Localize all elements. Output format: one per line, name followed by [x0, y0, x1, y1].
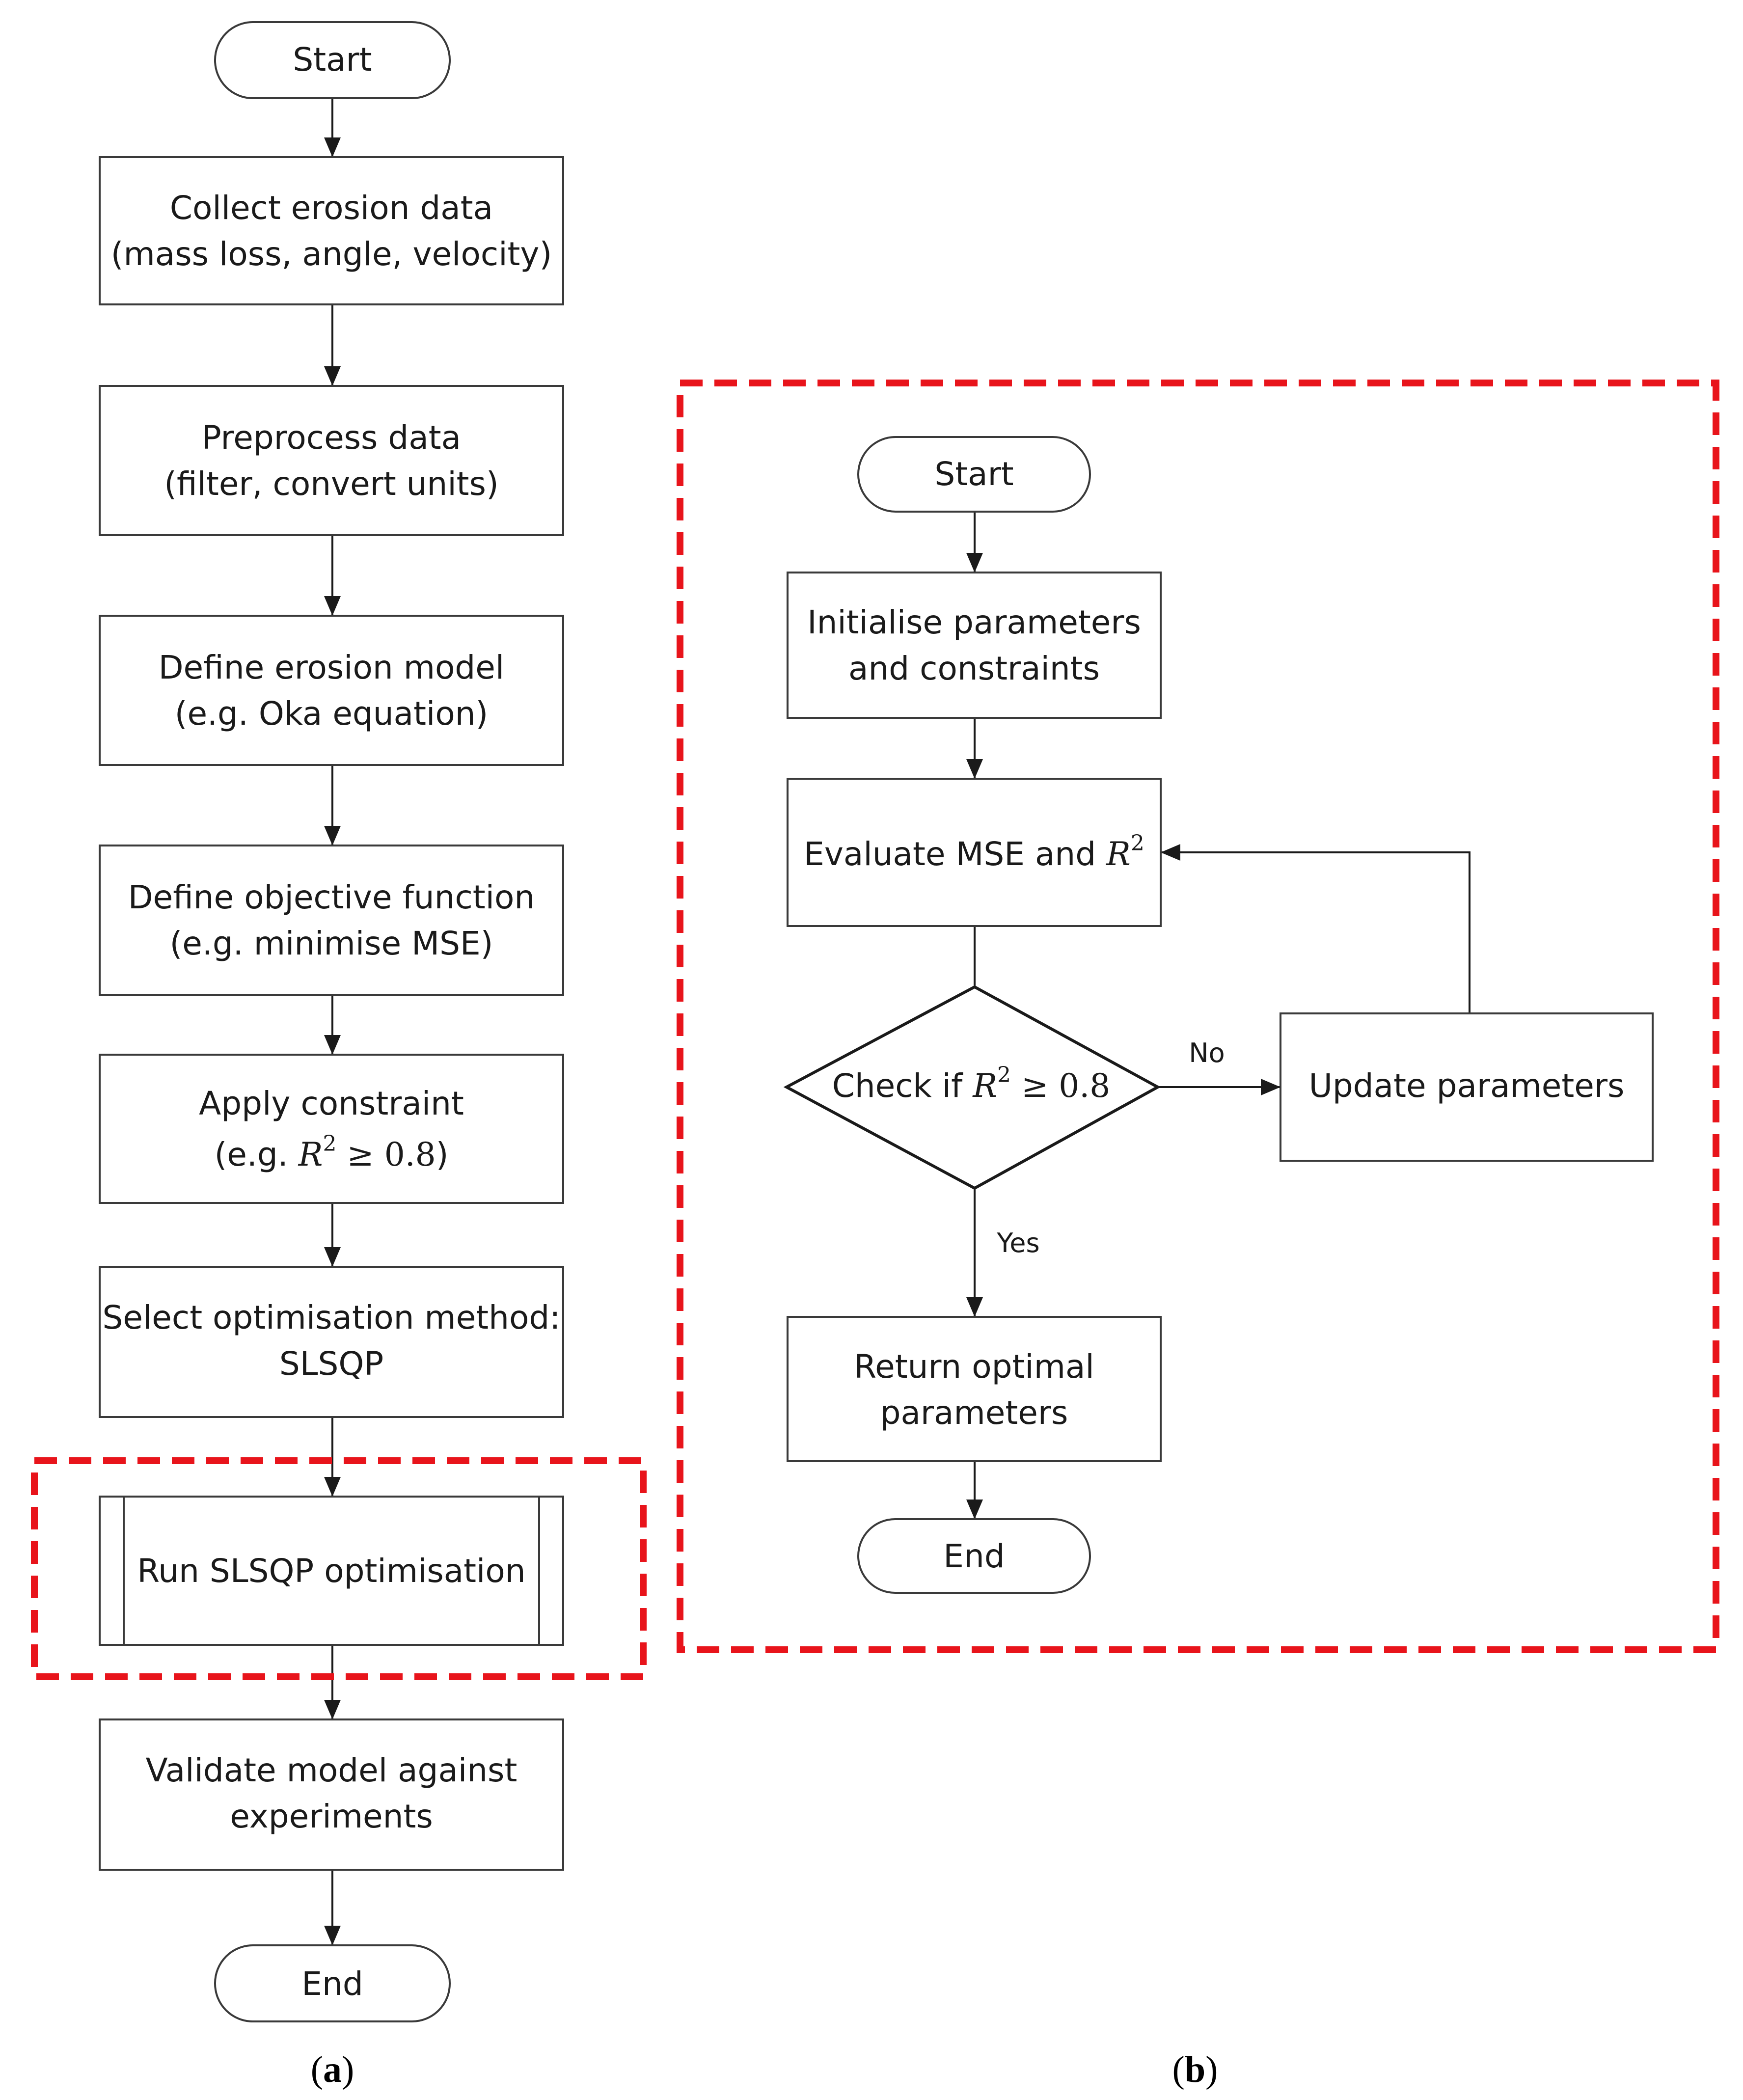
- collect-data-step: Collect erosion data (mass loss, angle, …: [99, 156, 564, 305]
- panel-a: Start Collect erosion data (mass loss, a…: [31, 21, 647, 2090]
- initialise-line-2: and constraints: [848, 650, 1100, 687]
- panel-b: Start Initialise parameters and constrai…: [677, 380, 1719, 2090]
- select-method-line-2: SLSQP: [279, 1345, 383, 1383]
- update-label: Update parameters: [1309, 1067, 1625, 1105]
- preprocess-line-2: (filter, convert units): [164, 465, 498, 503]
- start-label-a: Start: [293, 41, 372, 79]
- define-model-line-2: (e.g. Oka equation): [175, 695, 489, 733]
- initialise-step: Initialise parameters and constraints: [787, 572, 1162, 719]
- constraint-formula: (e.g. R2 ≥ 0.8): [215, 1131, 449, 1173]
- check-label: Check if R2 ≥ 0.8: [832, 1063, 1111, 1105]
- validate-line-2: experiments: [230, 1798, 433, 1835]
- preprocess-step: Preprocess data (filter, convert units): [99, 385, 564, 536]
- check-decision: Check if R2 ≥ 0.8: [783, 985, 1161, 1190]
- validate-model-step: Validate model against experiments: [99, 1718, 564, 1871]
- objective-function-step: Define objective function (e.g. minimise…: [99, 845, 564, 996]
- preprocess-line-1: Preprocess data: [202, 419, 461, 457]
- validate-line-1: Validate model against: [146, 1751, 517, 1789]
- return-step: Return optimal parameters: [787, 1316, 1162, 1462]
- start-label-b: Start: [934, 455, 1013, 493]
- objective-line-2: (e.g. minimise MSE): [170, 925, 493, 962]
- start-terminator-a: Start: [214, 21, 451, 99]
- end-label-b: End: [943, 1537, 1005, 1575]
- return-line-2: parameters: [880, 1394, 1068, 1432]
- collect-line-1: Collect erosion data: [170, 189, 493, 227]
- evaluate-step: Evaluate MSE and R2: [787, 778, 1162, 927]
- connector-b-update-evaluate: [1161, 844, 1471, 1013]
- panel-b-connectors: [966, 512, 1471, 1519]
- select-method-line-1: Select optimisation method:: [102, 1299, 560, 1336]
- objective-line-1: Define objective function: [128, 878, 535, 916]
- run-slsqp-subprocess: Run SLSQP optimisation: [99, 1496, 564, 1646]
- end-label-a: End: [301, 1965, 363, 2003]
- apply-constraint-step: Apply constraint (e.g. R2 ≥ 0.8): [99, 1054, 564, 1204]
- no-label: No: [1189, 1037, 1225, 1068]
- define-model-step: Define erosion model (e.g. Oka equation): [99, 615, 564, 766]
- select-method-step: Select optimisation method: SLSQP: [99, 1266, 564, 1418]
- highlight-box-b: [677, 380, 1719, 1653]
- collect-line-2: (mass loss, angle, velocity): [111, 235, 552, 273]
- evaluate-label: Evaluate MSE and R2: [804, 831, 1144, 873]
- caption-b: (b): [1172, 2049, 1218, 2090]
- end-terminator-a: End: [214, 1944, 451, 2022]
- caption-a: (a): [311, 2049, 354, 2090]
- update-step: Update parameters: [1280, 1012, 1654, 1162]
- define-model-line-1: Define erosion model: [159, 649, 505, 686]
- return-line-1: Return optimal: [854, 1348, 1094, 1386]
- start-terminator-b: Start: [857, 436, 1091, 513]
- yes-label: Yes: [996, 1227, 1039, 1258]
- run-slsqp-label: Run SLSQP optimisation: [137, 1552, 525, 1590]
- initialise-line-1: Initialise parameters: [807, 603, 1141, 641]
- constraint-title: Apply constraint: [199, 1085, 464, 1122]
- end-terminator-b: End: [857, 1518, 1091, 1594]
